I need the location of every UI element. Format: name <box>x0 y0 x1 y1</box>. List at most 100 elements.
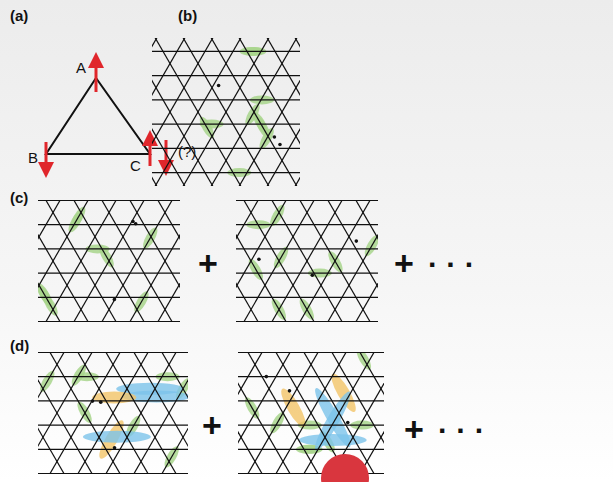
bond-line <box>270 200 378 322</box>
bond-line <box>238 352 369 474</box>
bond-line <box>38 352 150 474</box>
bond-line <box>38 200 180 322</box>
bond-line <box>38 200 104 322</box>
long-range-pair <box>83 431 151 443</box>
panel-label: (d) <box>10 338 29 353</box>
bond-line <box>139 352 188 474</box>
bond-line <box>152 38 284 186</box>
bond-line <box>236 200 281 322</box>
bond-line <box>252 38 300 186</box>
site-dot <box>265 375 269 379</box>
bond-line <box>238 449 384 450</box>
bond-line <box>135 200 180 322</box>
bond-line <box>97 352 188 474</box>
bond-line <box>38 449 188 450</box>
bond-line <box>236 200 365 322</box>
bond-line <box>38 425 188 426</box>
lattice-bonds <box>238 352 384 474</box>
bond-line <box>238 352 306 474</box>
bond-line <box>76 352 188 474</box>
bond-line <box>38 200 180 322</box>
bond-line <box>238 352 285 474</box>
lattice-bonds <box>236 200 378 322</box>
bond-line <box>38 352 171 474</box>
bond-line <box>312 200 378 322</box>
site-dot <box>134 222 138 226</box>
bond-line <box>97 352 188 474</box>
bond-line <box>38 352 150 474</box>
ellipsis: · · · <box>428 250 475 280</box>
bond-line <box>38 200 83 322</box>
bond-line <box>236 200 378 322</box>
bond-line <box>51 200 180 322</box>
bond-line <box>38 376 188 377</box>
panel-label: (c) <box>10 190 28 205</box>
bond-line <box>249 200 378 322</box>
bond-line <box>236 200 365 322</box>
bond-line <box>38 400 188 401</box>
bond-line <box>253 352 384 474</box>
site-label: B <box>28 150 38 165</box>
bond-line <box>51 200 180 322</box>
bond-line <box>316 352 384 474</box>
site-dot <box>113 446 117 450</box>
site-dot <box>91 399 95 403</box>
bond-line <box>312 200 378 322</box>
bond-line <box>38 352 108 474</box>
bond-line <box>93 200 180 322</box>
bond-line <box>210 38 300 186</box>
ellipsis: · · · <box>438 416 485 446</box>
bond-line <box>253 352 384 474</box>
bond-line <box>152 148 300 149</box>
plus-sign: + <box>202 408 222 442</box>
lattice-bonds <box>152 38 300 186</box>
bond-line <box>38 352 129 474</box>
bond-line <box>55 352 188 474</box>
question-label: (?) <box>178 144 196 159</box>
bond-line <box>152 38 200 186</box>
bond-line <box>38 352 188 353</box>
bond-line <box>114 200 180 322</box>
bond-line <box>152 38 300 186</box>
bond-line <box>38 200 167 322</box>
bond-line <box>118 352 188 474</box>
bond-line <box>114 200 180 322</box>
bond-line <box>38 473 188 474</box>
bond-line <box>236 200 378 322</box>
bond-line <box>72 200 180 322</box>
bond-line <box>231 38 300 186</box>
kagome-lattices <box>0 0 537 482</box>
bond-line <box>238 425 384 426</box>
bond-line <box>38 352 108 474</box>
bond-line <box>152 38 200 186</box>
site-dot <box>278 143 282 147</box>
bond-line <box>333 200 378 322</box>
bond-line <box>152 38 300 186</box>
bond-line <box>38 352 87 474</box>
panel-label: (b) <box>178 8 197 23</box>
bond-line <box>152 75 300 76</box>
bond-line <box>38 352 87 474</box>
site-dot <box>113 298 117 302</box>
bond-line <box>238 352 384 353</box>
plus-sign: + <box>198 246 218 280</box>
panel-label: (a) <box>10 8 28 23</box>
site-dot <box>257 257 261 261</box>
long-range-pair <box>311 389 355 454</box>
dimer-ellipses <box>38 362 188 469</box>
bond-line <box>238 352 369 474</box>
bond-line <box>236 200 344 322</box>
site-dot <box>99 400 103 404</box>
bond-line <box>38 352 171 474</box>
bond-line <box>76 352 188 474</box>
bond-line <box>189 38 300 186</box>
bond-line <box>38 352 188 474</box>
bond-line <box>236 200 302 322</box>
bond-line <box>274 352 384 474</box>
bond-line <box>249 200 378 322</box>
bond-line <box>152 124 300 125</box>
bond-line <box>333 200 378 322</box>
spin-arrows <box>38 52 174 178</box>
bond-line <box>135 200 180 322</box>
